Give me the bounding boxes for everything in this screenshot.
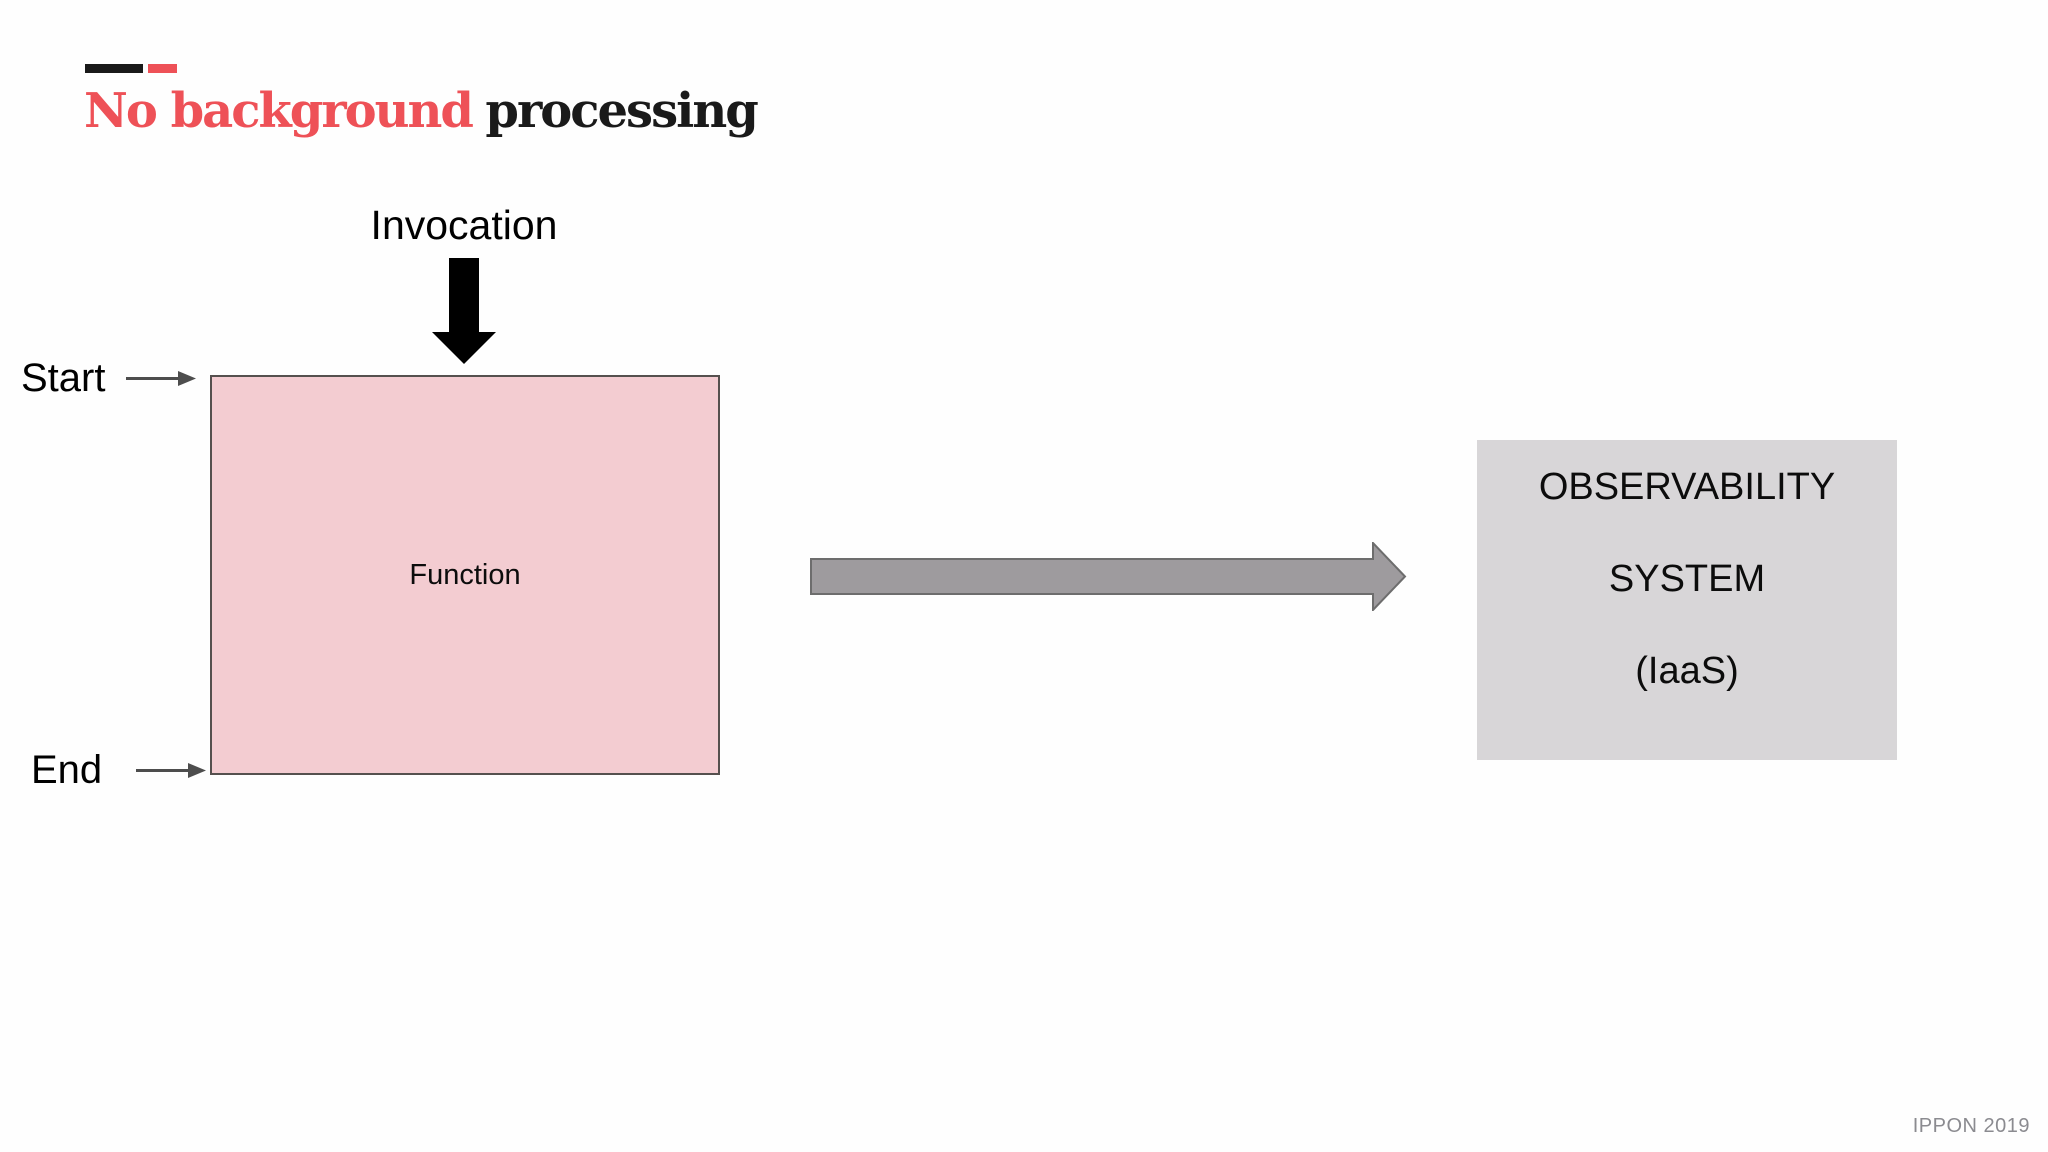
end-pointer-right-arrow-icon [136, 763, 206, 778]
function-box-label: Function [409, 558, 521, 591]
observability-box: OBSERVABILITY SYSTEM (IaaS) [1477, 440, 1897, 760]
invocation-label: Invocation [370, 202, 558, 248]
footer-credit: IPPON 2019 [1912, 1115, 2030, 1137]
start-pointer-right-arrow-icon [126, 371, 196, 386]
page-title-accent: No background [84, 83, 474, 139]
page-title-rest: processing [485, 83, 758, 139]
title-dash-red [148, 64, 177, 73]
function-box: Function [210, 375, 720, 775]
title-dash-black [85, 64, 143, 73]
observability-box-line-1: OBSERVABILITY [1538, 466, 1836, 509]
down-arrow-icon [432, 258, 496, 364]
observability-box-line-2: SYSTEM [1608, 558, 1766, 601]
observability-box-line-3: (IaaS) [1635, 649, 1739, 692]
flow-right-arrow-icon [810, 542, 1407, 611]
start-label: Start [21, 356, 106, 400]
end-label: End [31, 748, 103, 792]
